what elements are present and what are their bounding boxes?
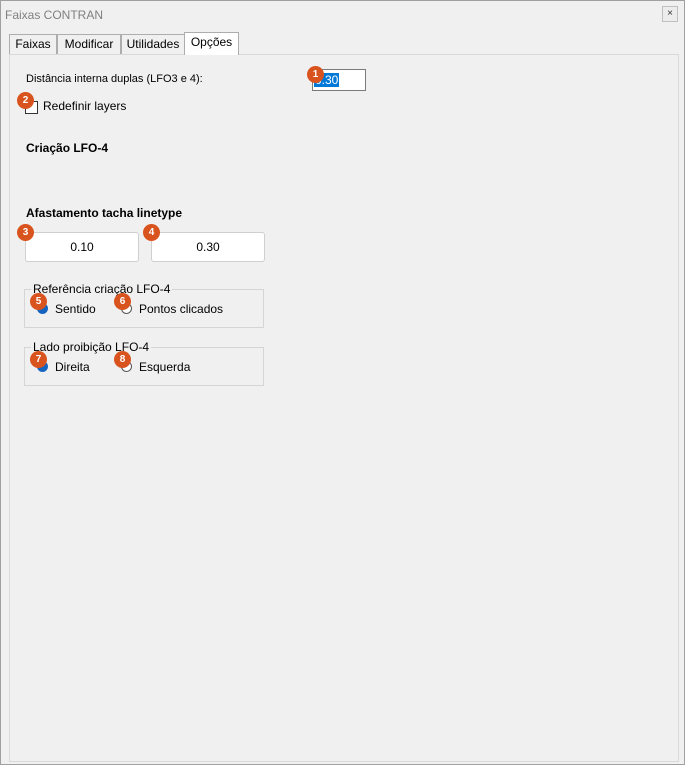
marker-3: 3: [17, 224, 34, 241]
radio-sentido-label: Sentido: [55, 302, 96, 316]
options-panel: [9, 54, 679, 762]
close-button[interactable]: ×: [662, 6, 678, 22]
criacao-heading: Criação LFO-4: [26, 141, 109, 155]
window-title: Faixas CONTRAN: [5, 8, 104, 22]
tab-strip: Faixas Modificar Utilidades Opções: [9, 32, 679, 55]
marker-5: 5: [30, 293, 47, 310]
tab-utilidades[interactable]: Utilidades: [121, 34, 185, 54]
radio-pontos-clicados-label: Pontos clicados: [139, 302, 224, 316]
radio-esquerda-label: Esquerda: [139, 360, 191, 374]
radio-direita-label: Direita: [55, 360, 90, 374]
tab-faixas[interactable]: Faixas: [9, 34, 57, 54]
marker-7: 7: [30, 351, 47, 368]
marker-6: 6: [114, 293, 131, 310]
afastamento-button-2[interactable]: 0.30: [151, 232, 265, 262]
referencia-legend: Referência criação LFO-4: [31, 282, 173, 296]
marker-8: 8: [114, 351, 131, 368]
marker-2: 2: [17, 92, 34, 109]
tab-modificar[interactable]: Modificar: [57, 34, 121, 54]
marker-4: 4: [143, 224, 160, 241]
title-bar: Faixas CONTRAN ×: [1, 1, 684, 28]
reset-layers-label: Redefinir layers: [43, 99, 127, 113]
distance-label: Distância interna duplas (LFO3 e 4):: [26, 73, 203, 85]
tab-opcoes[interactable]: Opções: [184, 32, 239, 55]
lado-legend: Lado proibição LFO-4: [31, 340, 152, 354]
marker-1: 1: [307, 66, 324, 83]
afastamento-button-1[interactable]: 0.10: [25, 232, 139, 262]
afastamento-heading: Afastamento tacha linetype: [26, 206, 183, 220]
